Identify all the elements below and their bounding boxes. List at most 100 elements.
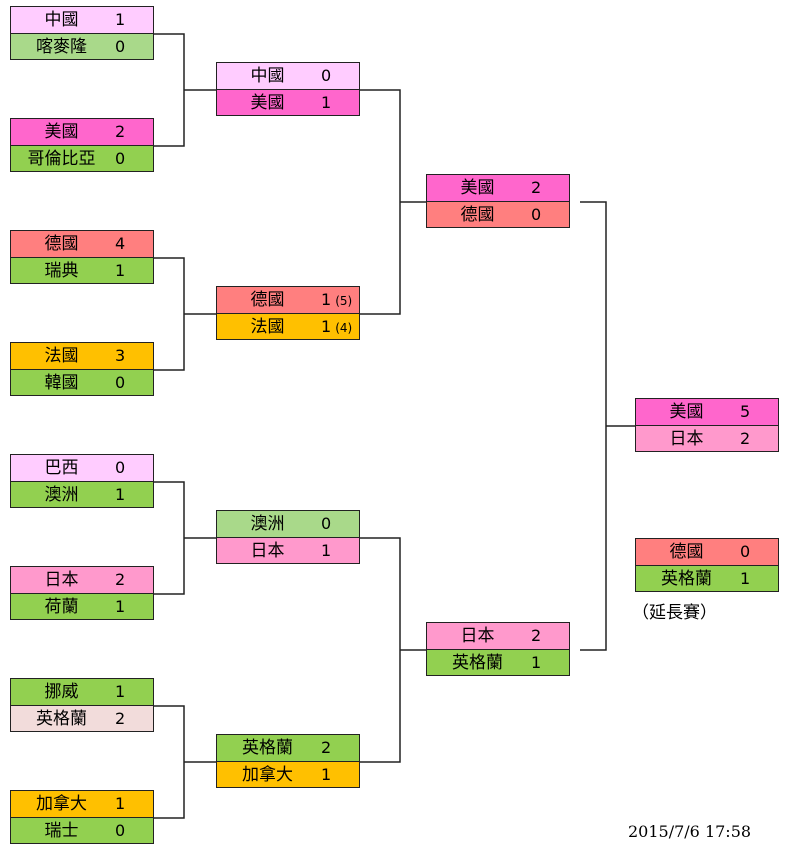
team-score: 1 [531,653,542,672]
team-score: 1(4) [321,314,365,341]
team-name: 澳洲 [250,514,285,534]
team-score: 5 [740,402,751,421]
team-name: 中國 [44,10,79,30]
team-score: 2 [115,122,126,141]
team-row: 美國 5 [636,399,778,425]
team-name: 韓國 [44,373,79,393]
team-score: 2 [531,178,542,197]
team-row: 瑞士 0 [11,817,153,843]
match-third-place: 德國 0 英格蘭 1 [635,538,779,592]
team-score: 4 [115,234,126,253]
team-score: 1 [115,485,126,504]
match-qf-4: 英格蘭 2 加拿大 1 [216,734,360,788]
team-row: 德國 0 [636,539,778,565]
penalty-score: (5) [335,294,353,308]
team-name: 加拿大 [242,765,293,785]
team-name: 德國 [669,542,704,562]
team-row: 瑞典 1 [11,257,153,283]
team-name: 瑞士 [44,821,79,841]
team-row: 德國 4 [11,231,153,257]
team-name: 英格蘭 [452,653,503,673]
team-row: 英格蘭 1 [427,649,569,675]
match-qf-3: 澳洲 0 日本 1 [216,510,360,564]
team-score: 2 [740,429,751,448]
team-score: 0 [115,37,126,56]
team-row: 日本 1 [217,537,359,563]
team-name: 荷蘭 [44,597,79,617]
team-row: 美國 2 [427,175,569,201]
team-row: 法國 3 [11,343,153,369]
team-row: 挪威 1 [11,679,153,705]
team-row: 中國 1 [11,7,153,33]
team-name: 法國 [44,346,79,366]
team-name: 美國 [44,122,79,142]
match-r16-3: 德國 4 瑞典 1 [10,230,154,284]
team-score: 1 [740,569,751,588]
team-score: 1 [321,93,332,112]
match-r16-6: 日本 2 荷蘭 1 [10,566,154,620]
team-name: 美國 [669,402,704,422]
team-name: 日本 [44,570,79,590]
team-score: 1 [321,541,332,560]
team-name: 英格蘭 [661,569,712,589]
team-name: 日本 [669,429,704,449]
team-name: 英格蘭 [36,709,87,729]
team-name: 日本 [250,541,285,561]
team-row: 美國 2 [11,119,153,145]
team-score: 1 [115,261,126,280]
team-score: 0 [531,205,542,224]
team-row: 英格蘭 1 [636,565,778,591]
team-score: 0 [115,149,126,168]
team-score: 2 [321,738,332,757]
team-score: 0 [115,373,126,392]
team-row: 韓國 0 [11,369,153,395]
score-value: 1 [321,317,332,336]
team-score: 1 [321,765,332,784]
match-final: 美國 5 日本 2 [635,398,779,452]
score-value: 1 [321,290,332,309]
team-row: 日本 2 [11,567,153,593]
team-score: 2 [115,570,126,589]
timestamp: 2015/7/6 17:58 [628,822,752,841]
team-row: 荷蘭 1 [11,593,153,619]
team-score: 1 [115,597,126,616]
team-row: 澳洲 0 [217,511,359,537]
team-score: 0 [115,458,126,477]
team-name: 挪威 [44,682,79,702]
team-score: 1 [115,794,126,813]
team-name: 德國 [44,234,79,254]
team-score: 0 [321,514,332,533]
team-name: 澳洲 [44,485,79,505]
team-score: 0 [740,542,751,561]
team-score: 1(5) [321,287,365,314]
match-r16-4: 法國 3 韓國 0 [10,342,154,396]
team-name: 英格蘭 [242,738,293,758]
team-name: 瑞典 [44,261,79,281]
team-score: 3 [115,346,126,365]
team-score: 1 [115,10,126,29]
team-name: 美國 [460,178,495,198]
team-row: 日本 2 [636,425,778,451]
team-score: 1 [115,682,126,701]
team-name: 中國 [250,66,285,86]
team-row: 澳洲 1 [11,481,153,507]
extra-time-note: （延長賽） [632,603,717,623]
team-score: 2 [531,626,542,645]
team-score: 0 [115,821,126,840]
